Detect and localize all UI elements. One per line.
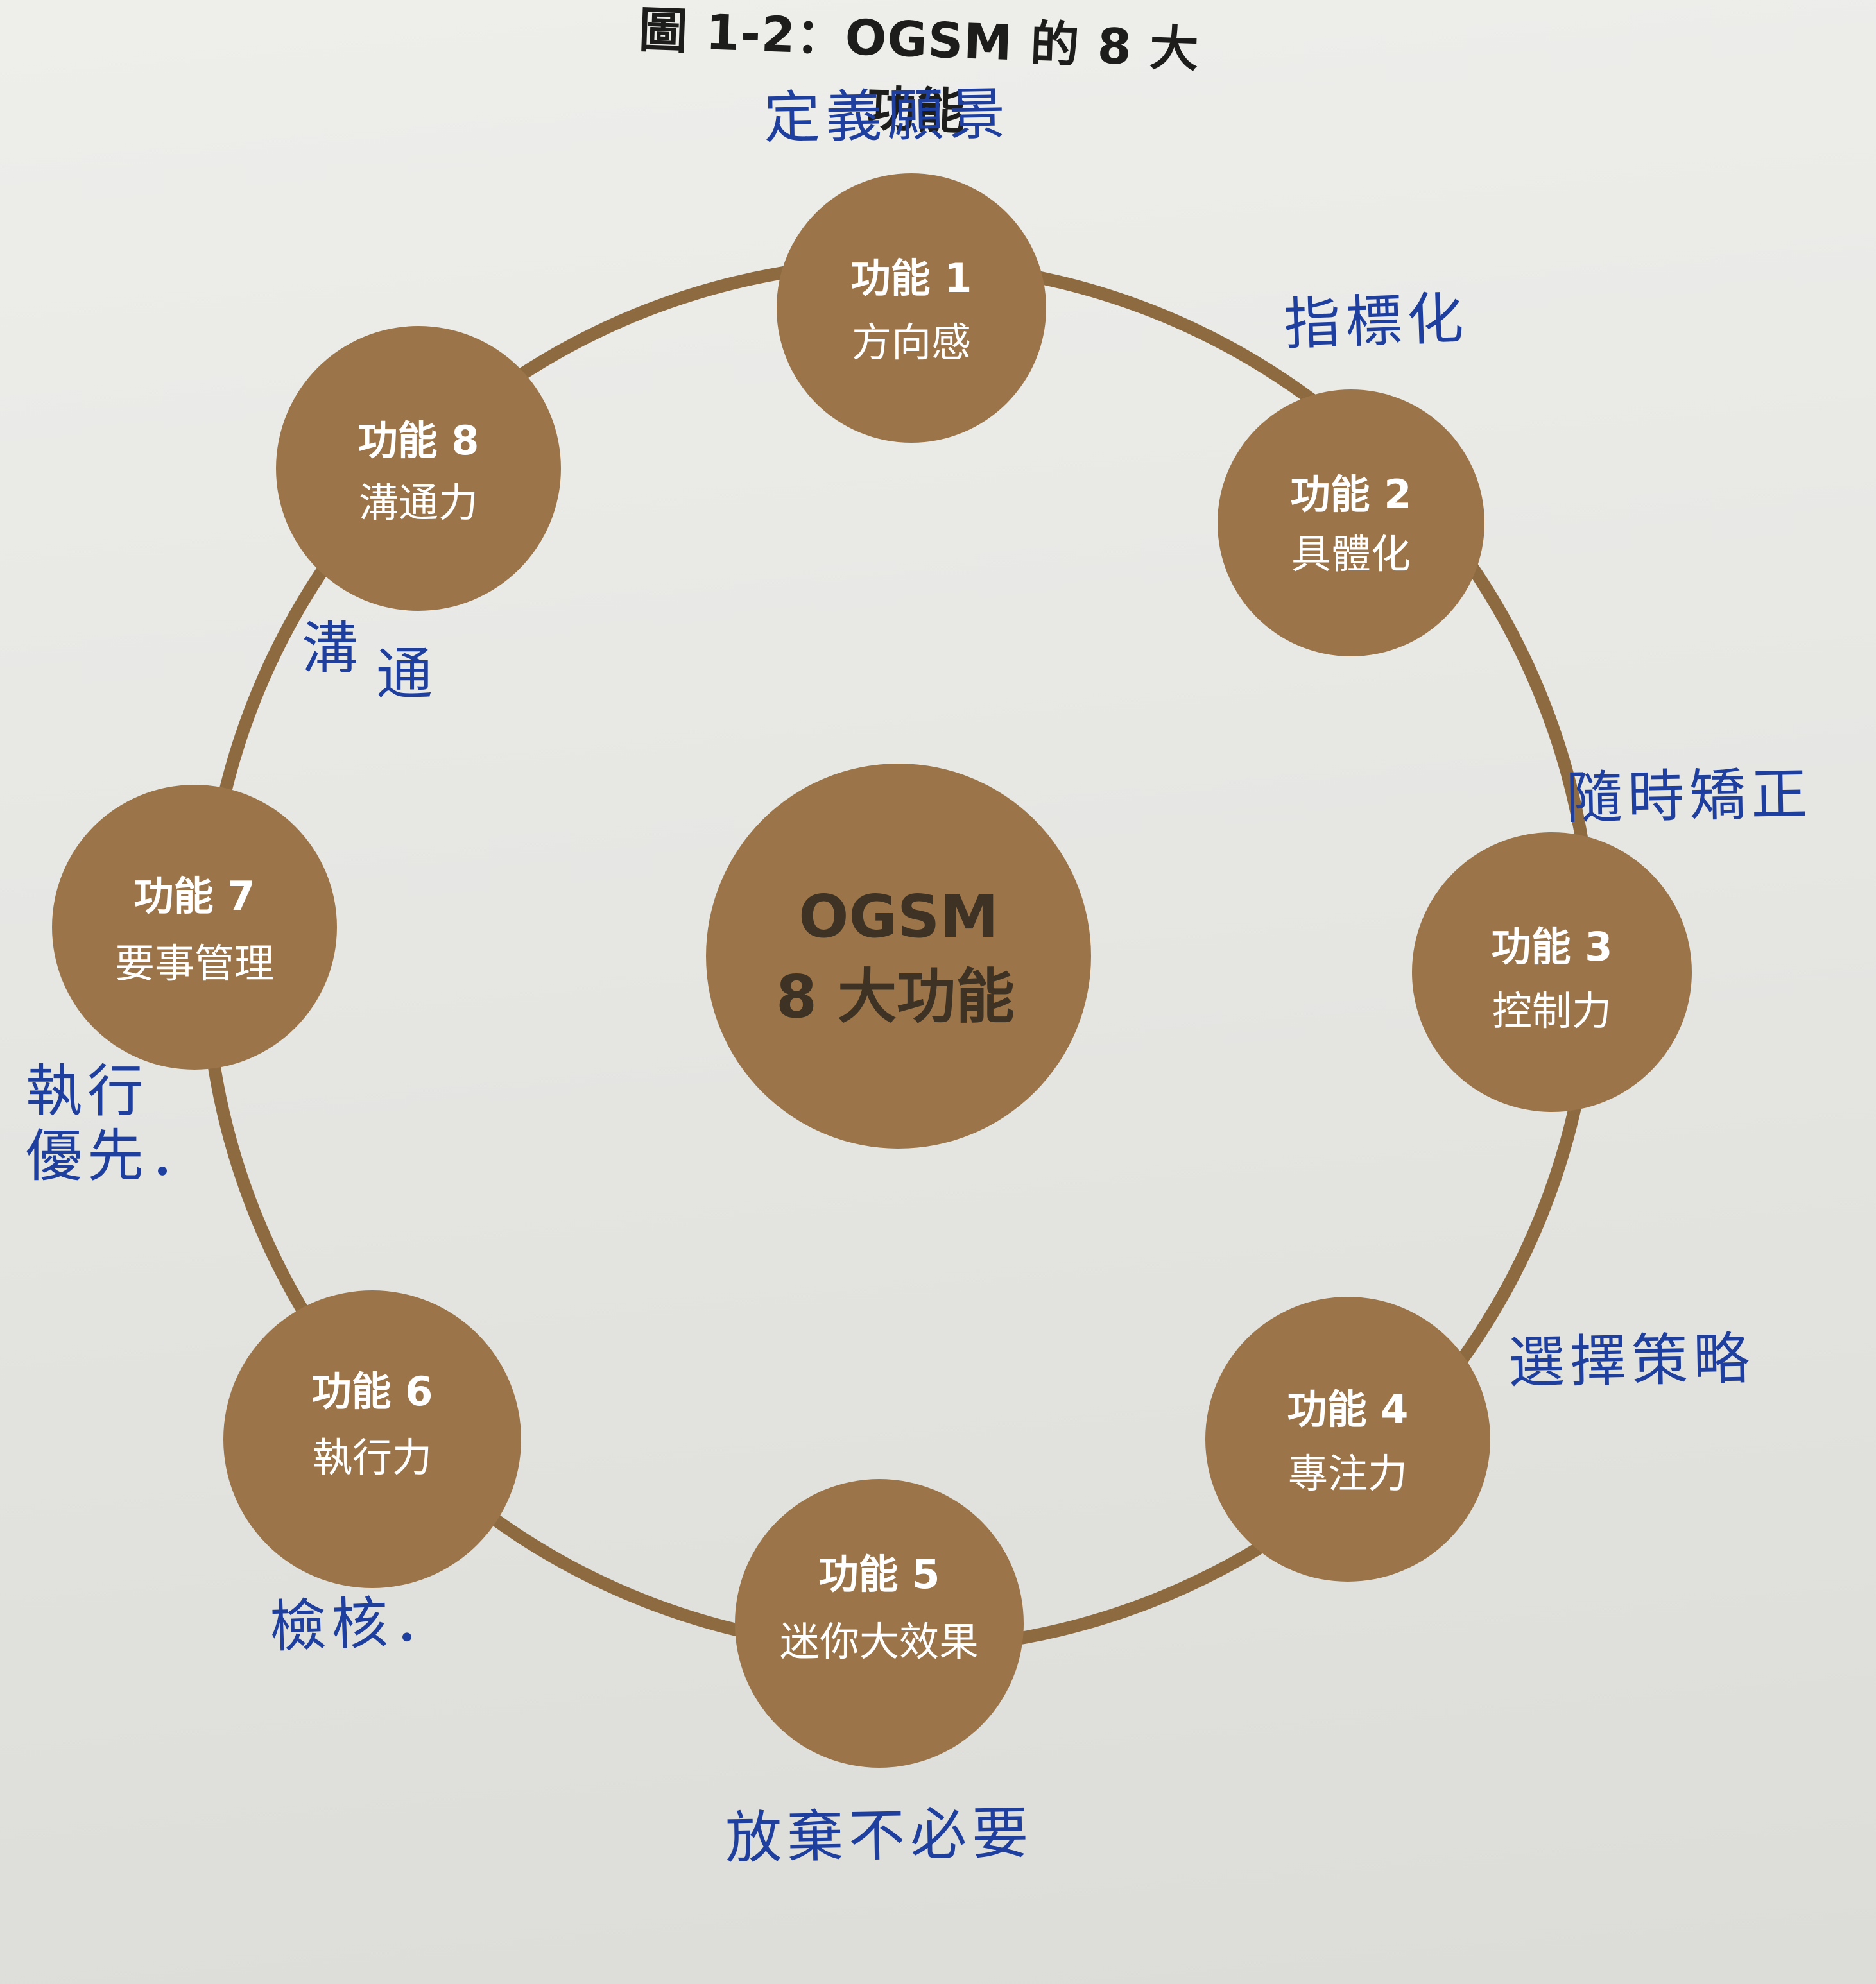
center-line1: OGSM xyxy=(798,882,999,951)
node-1-name: 方向感 xyxy=(852,319,971,366)
note-communication-char2: 通 xyxy=(376,641,438,707)
node-5-name: 迷你大效果 xyxy=(780,1618,979,1665)
note-execution-priority: 執行 優先． xyxy=(26,1058,211,1190)
node-4-name: 專注力 xyxy=(1288,1450,1407,1497)
note-indicator: 指標化 xyxy=(1282,285,1470,357)
note-execution-line1: 執行 xyxy=(26,1058,150,1124)
node-5: 功能 5 迷你大效果 xyxy=(735,1479,1024,1768)
node-1-title: 功能 1 xyxy=(851,255,972,302)
node-4-title: 功能 4 xyxy=(1287,1386,1409,1433)
center-node: OGSM 8 大功能 xyxy=(706,764,1091,1149)
node-2-name: 具體化 xyxy=(1291,531,1411,577)
node-6: 功能 6 執行力 xyxy=(223,1290,521,1588)
node-6-name: 執行力 xyxy=(313,1434,432,1481)
node-4: 功能 4 專注力 xyxy=(1205,1297,1490,1582)
node-8-title: 功能 8 xyxy=(358,417,479,464)
node-8-name: 溝通力 xyxy=(359,479,478,526)
node-2: 功能 2 具體化 xyxy=(1218,389,1484,656)
note-communication: 溝通 xyxy=(302,603,438,707)
node-3-name: 控制力 xyxy=(1492,988,1612,1034)
node-5-title: 功能 5 xyxy=(819,1551,940,1598)
note-choose-strategy: 選擇策略 xyxy=(1508,1325,1756,1396)
note-drop-unnecessary: 放棄不必要 xyxy=(725,1799,1034,1872)
note-communication-char1: 溝 xyxy=(302,615,364,681)
node-8: 功能 8 溝通力 xyxy=(276,326,561,611)
node-7-name: 要事管理 xyxy=(115,940,274,987)
note-execution-line2: 優先． xyxy=(26,1123,211,1190)
node-7: 功能 7 要事管理 xyxy=(52,785,337,1070)
node-1: 功能 1 方向感 xyxy=(777,173,1046,443)
note-adjust-anytime: 隨時矯正 xyxy=(1565,760,1814,832)
node-2-title: 功能 2 xyxy=(1291,471,1412,518)
node-3-title: 功能 3 xyxy=(1492,923,1613,970)
node-7-title: 功能 7 xyxy=(134,873,255,919)
note-define-vision: 定義願景 xyxy=(763,80,1011,151)
note-review: 檢核． xyxy=(268,1587,456,1660)
center-line2: 8 大功能 xyxy=(776,962,1015,1031)
node-3: 功能 3 控制力 xyxy=(1412,832,1692,1112)
node-6-title: 功能 6 xyxy=(312,1368,433,1415)
